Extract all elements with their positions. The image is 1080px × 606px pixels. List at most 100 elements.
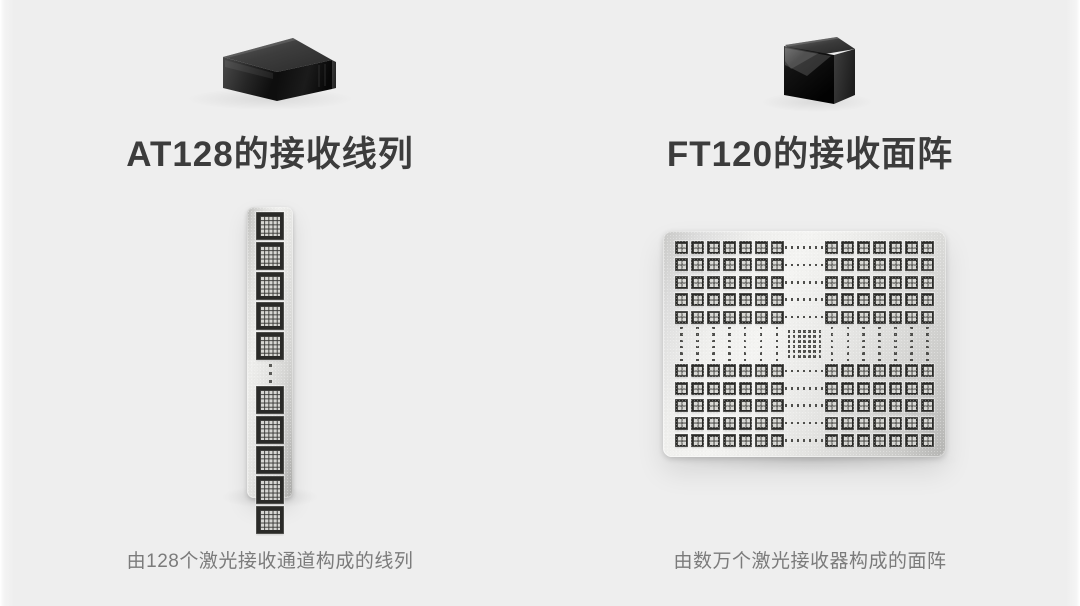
row-ellipsis bbox=[785, 310, 824, 325]
receiver-module bbox=[722, 241, 736, 254]
lidar-wedge-device-icon bbox=[193, 27, 337, 109]
receiver-module bbox=[873, 241, 887, 254]
receiver-module bbox=[722, 399, 736, 413]
receiver-module bbox=[825, 293, 839, 307]
receiver-module bbox=[706, 275, 720, 289]
page-title-area: FT120的接收面阵 bbox=[666, 135, 954, 174]
receiver-module bbox=[706, 241, 720, 254]
receiver-module bbox=[256, 416, 284, 444]
receiver-module bbox=[738, 293, 752, 307]
row-ellipsis bbox=[785, 363, 824, 378]
receiver-module bbox=[770, 433, 784, 447]
receiver-module bbox=[841, 310, 855, 324]
column-ellipsis bbox=[690, 326, 705, 361]
receiver-grid bbox=[674, 240, 935, 448]
receiver-module bbox=[825, 433, 839, 447]
receiver-module bbox=[722, 258, 736, 272]
receiver-module bbox=[722, 310, 736, 324]
receiver-module bbox=[825, 241, 839, 254]
receiver-module bbox=[857, 399, 871, 413]
receiver-module bbox=[770, 381, 784, 395]
receiver-module bbox=[722, 293, 736, 307]
receiver-module bbox=[889, 310, 903, 324]
receiver-module bbox=[675, 258, 688, 272]
receiver-module bbox=[256, 506, 284, 534]
receiver-module bbox=[706, 258, 720, 272]
receiver-module bbox=[675, 433, 688, 447]
column-ellipsis bbox=[824, 326, 839, 361]
receiver-module bbox=[738, 416, 752, 430]
receiver-module bbox=[690, 241, 704, 254]
column-ellipsis bbox=[888, 326, 903, 361]
receiver-module bbox=[754, 258, 768, 272]
receiver-module bbox=[889, 275, 903, 289]
receiver-module bbox=[841, 364, 855, 378]
receiver-module bbox=[722, 433, 736, 447]
column-ellipsis bbox=[920, 326, 935, 361]
row-ellipsis bbox=[785, 381, 824, 396]
receiver-module bbox=[722, 275, 736, 289]
receiver-module bbox=[738, 258, 752, 272]
receiver-module bbox=[857, 241, 871, 254]
lidar-cube-device-icon bbox=[771, 29, 869, 111]
receiver-module bbox=[256, 242, 284, 270]
receiver-module bbox=[754, 433, 768, 447]
receiver-module bbox=[904, 310, 918, 324]
receiver-module bbox=[920, 381, 934, 395]
receiver-module bbox=[770, 258, 784, 272]
receiver-module bbox=[706, 416, 720, 430]
receiver-module bbox=[857, 364, 871, 378]
receiver-module bbox=[690, 381, 704, 395]
row-ellipsis bbox=[785, 416, 824, 431]
receiver-module bbox=[857, 275, 871, 289]
receiver-module bbox=[690, 364, 704, 378]
receiver-module bbox=[754, 293, 768, 307]
receiver-module bbox=[256, 272, 284, 300]
receiver-module bbox=[873, 293, 887, 307]
receiver-module bbox=[825, 416, 839, 430]
receiver-module bbox=[857, 258, 871, 272]
receiver-module bbox=[722, 416, 736, 430]
row-ellipsis bbox=[785, 257, 824, 272]
receiver-module bbox=[722, 364, 736, 378]
receiver-module bbox=[873, 381, 887, 395]
column-ellipsis bbox=[674, 326, 689, 361]
receiver-module bbox=[738, 399, 752, 413]
receiver-module bbox=[770, 293, 784, 307]
receiver-module bbox=[754, 241, 768, 254]
receiver-module bbox=[754, 416, 768, 430]
column-ellipsis bbox=[706, 326, 721, 361]
receiver-module bbox=[738, 364, 752, 378]
receiver-module bbox=[690, 310, 704, 324]
receiver-module bbox=[706, 381, 720, 395]
receiver-module bbox=[889, 381, 903, 395]
receiver-module bbox=[706, 310, 720, 324]
receiver-module bbox=[904, 258, 918, 272]
receiver-module bbox=[873, 399, 887, 413]
receiver-module bbox=[857, 293, 871, 307]
receiver-module bbox=[675, 364, 688, 378]
receiver-module bbox=[873, 310, 887, 324]
column-ellipsis bbox=[856, 326, 871, 361]
receiver-module bbox=[690, 293, 704, 307]
center-ellipsis-block bbox=[785, 327, 823, 361]
receiver-module bbox=[690, 433, 704, 447]
receiver-module bbox=[889, 293, 903, 307]
receiver-module bbox=[904, 275, 918, 289]
receiver-module bbox=[841, 416, 855, 430]
receiver-module bbox=[825, 258, 839, 272]
receiver-module bbox=[889, 433, 903, 447]
receiver-module bbox=[841, 399, 855, 413]
row-ellipsis bbox=[785, 240, 824, 255]
receiver-module bbox=[738, 433, 752, 447]
receiver-module bbox=[690, 258, 704, 272]
receiver-module bbox=[904, 381, 918, 395]
receiver-module bbox=[857, 381, 871, 395]
receiver-module bbox=[889, 364, 903, 378]
column-ellipsis bbox=[904, 326, 919, 361]
caption-linear: 由128个激光接收通道构成的线列 bbox=[126, 551, 414, 572]
receiver-module bbox=[825, 364, 839, 378]
receiver-module bbox=[841, 381, 855, 395]
receiver-module bbox=[889, 416, 903, 430]
